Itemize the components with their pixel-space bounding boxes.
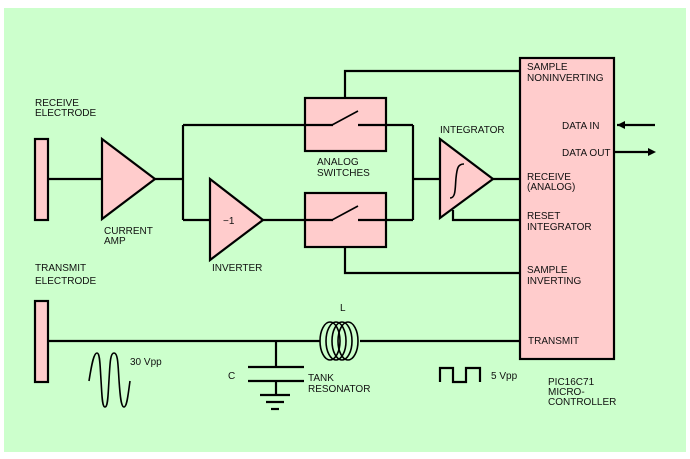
current-amp: [100, 136, 157, 222]
analog-switch-top: [303, 96, 388, 153]
integrator: [438, 136, 495, 221]
pin-reset-integrator-2: INTEGRATOR: [527, 222, 592, 233]
inverter-gain-label: −1: [223, 216, 235, 227]
inverter-amp: [208, 176, 265, 263]
pin-receive-analog-2: (ANALOG): [527, 182, 575, 193]
pic16c71-microcontroller: [518, 56, 616, 361]
tank-resonator-label-1: TANK: [308, 373, 334, 384]
integrator-label: INTEGRATOR: [440, 125, 505, 136]
receive-electrode-label-1: RECEIVE: [35, 98, 79, 109]
receive-electrode-label-2: ELECTRODE: [35, 108, 96, 119]
tank-resonator-label-2: RESONATOR: [308, 384, 370, 395]
analog-switches-label-1: ANALOG: [317, 157, 359, 168]
pin-sample-noninverting-1: SAMPLE: [527, 62, 568, 73]
analog-switches-label-2: SWITCHES: [317, 168, 370, 179]
current-amp-label-1: CURRENT: [104, 226, 153, 237]
pin-reset-integrator-1: RESET: [527, 211, 560, 222]
transmit-electrode-label-2: ELECTRODE: [35, 276, 96, 287]
capacitor-icon: [248, 365, 304, 383]
ground-icon: [260, 393, 290, 411]
pin-sample-noninverting-2: NONINVERTING: [527, 73, 604, 84]
transmit-electrode: [33, 299, 50, 384]
wire-sample-inverting: [343, 247, 520, 275]
pin-transmit: TRANSMIT: [528, 336, 579, 347]
current-amp-label-2: AMP: [104, 236, 126, 247]
pin-sample-inverting-1: SAMPLE: [527, 265, 568, 276]
pin-data-out: DATA OUT: [562, 148, 611, 159]
data-out-arrow-icon: [648, 148, 656, 156]
sine-amplitude-label: 30 Vpp: [130, 357, 162, 368]
integral-sign-icon: [449, 163, 465, 199]
pin-receive-analog-1: RECEIVE: [527, 172, 571, 183]
square-wave-icon: [438, 366, 482, 384]
analog-switch-bottom: [303, 191, 388, 249]
inductor-coil-icon: [319, 321, 359, 361]
sine-wave-icon: [88, 352, 131, 408]
mcu-label-3: CONTROLLER: [548, 397, 616, 408]
receive-electrode: [33, 137, 50, 222]
square-amplitude-label: 5 Vpp: [491, 371, 518, 382]
wire-reset-integrator: [451, 210, 520, 222]
data-in-arrow-icon: [617, 121, 625, 129]
mcu-label-1: PIC16C71: [548, 377, 595, 388]
transmit-electrode-label-1: TRANSMIT: [35, 263, 86, 274]
pin-data-in: DATA IN: [562, 121, 599, 132]
capacitor-label: C: [228, 371, 235, 382]
inductor-label: L: [340, 303, 346, 314]
wire-sample-noninverting: [343, 69, 520, 98]
pin-sample-inverting-2: INVERTING: [527, 276, 581, 287]
mcu-label-2: MICRO-: [548, 387, 585, 398]
inverter-label: INVERTER: [212, 263, 262, 274]
